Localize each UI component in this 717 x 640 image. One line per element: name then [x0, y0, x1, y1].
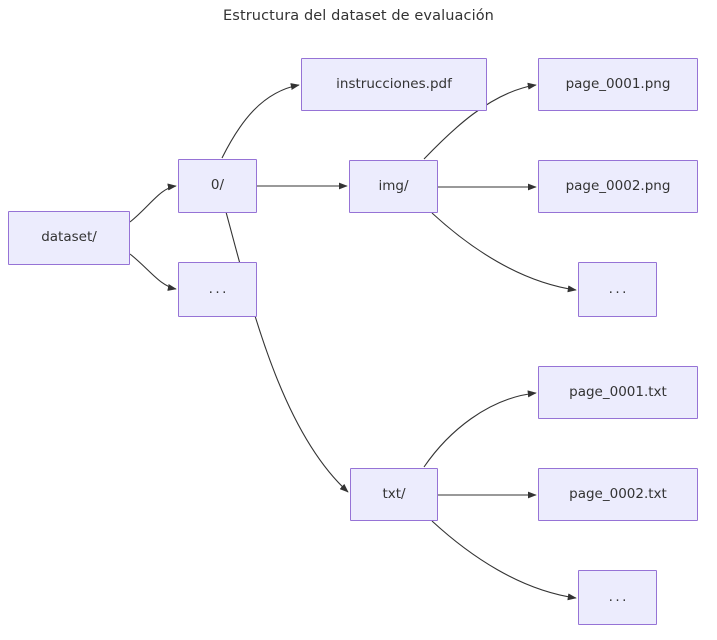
node-png2[interactable]: page_0002.png [538, 160, 698, 213]
node-label-png2: page_0002.png [565, 177, 671, 194]
node-txt[interactable]: txt/ [350, 468, 438, 521]
node-txt2[interactable]: page_0002.txt [538, 468, 698, 521]
node-dataset[interactable]: dataset/ [8, 211, 130, 265]
node-img[interactable]: img/ [349, 160, 438, 213]
node-png1[interactable]: page_0001.png [538, 58, 698, 111]
node-label-more_root: ... [208, 280, 229, 297]
node-more_txt[interactable]: ... [578, 570, 657, 625]
node-txt1[interactable]: page_0001.txt [538, 366, 698, 419]
page-title: Estructura del dataset de evaluación [223, 8, 494, 24]
node-label-txt2: page_0002.txt [569, 485, 667, 502]
node-label-more_txt: ... [608, 588, 629, 605]
node-label-txt1: page_0001.txt [569, 383, 667, 400]
node-label-img: img/ [378, 177, 409, 194]
node-label-dataset: dataset/ [41, 229, 97, 246]
node-label-txt: txt/ [382, 485, 406, 502]
node-label-png1: page_0001.png [565, 75, 671, 92]
node-instrucciones[interactable]: instrucciones.pdf [301, 58, 487, 111]
node-label-instrucciones: instrucciones.pdf [336, 75, 452, 92]
node-more_root[interactable]: ... [178, 262, 257, 317]
node-more_img[interactable]: ... [578, 262, 657, 317]
node-label-zero: 0/ [210, 177, 225, 194]
node-label-more_img: ... [608, 280, 629, 297]
node-zero[interactable]: 0/ [178, 159, 257, 213]
